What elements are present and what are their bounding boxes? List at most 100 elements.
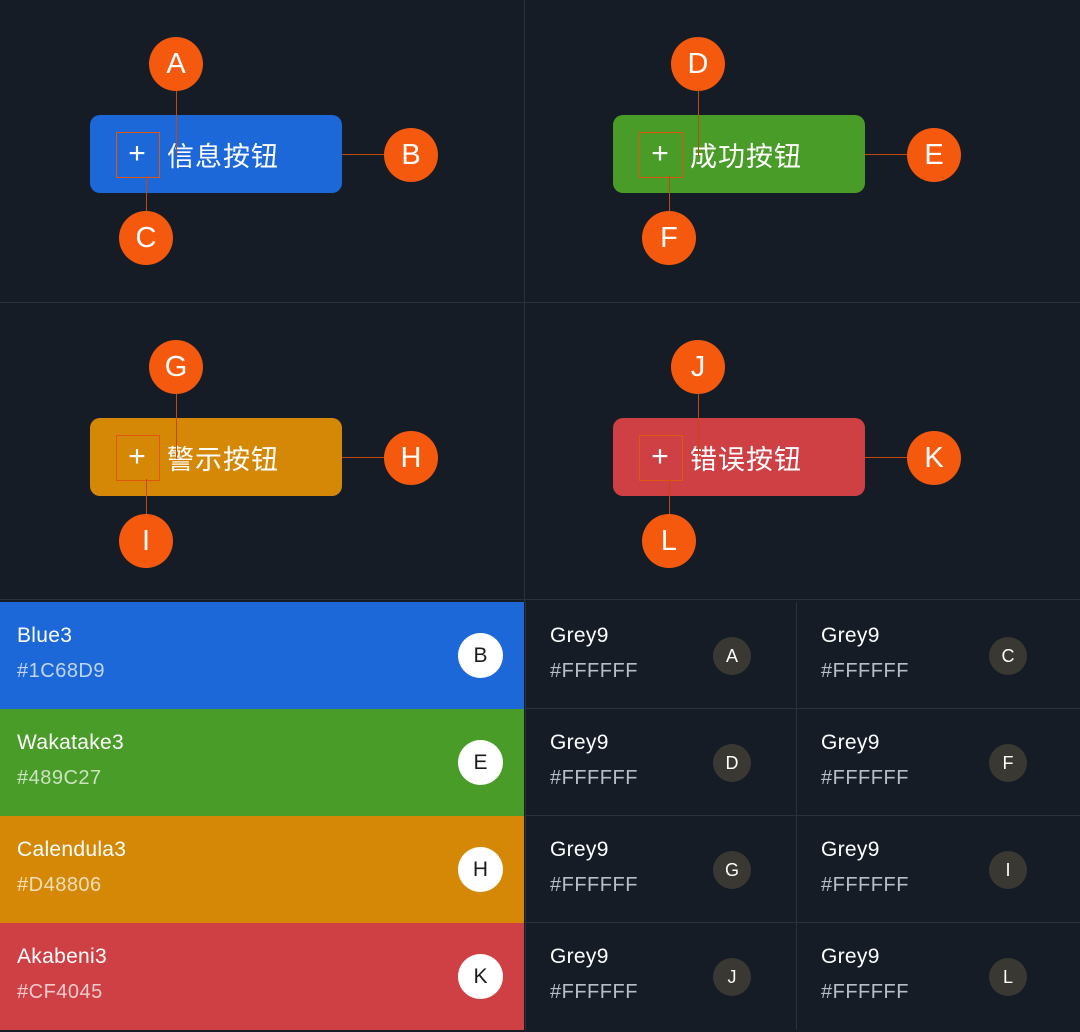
marker-j[interactable]: J	[671, 340, 725, 394]
grey-badge: G	[713, 851, 751, 889]
grey-hex: #FFFFFF	[821, 767, 909, 789]
grey-cell[interactable]: Grey9 #FFFFFF G	[525, 816, 796, 923]
table-row: Akabeni3 #CF4045 K Grey9 #FFFFFF J Grey9…	[0, 923, 1080, 1030]
grey-cell[interactable]: Grey9 #FFFFFF D	[525, 709, 796, 816]
grey-name: Grey9	[821, 838, 880, 861]
leader-line-a	[176, 90, 177, 156]
grey-hex: #FFFFFF	[550, 660, 638, 682]
color-token-table: Blue3 #1C68D9 B Grey9 #FFFFFF A Grey9 #F…	[0, 602, 1080, 1032]
table-row: Wakatake3 #489C27 E Grey9 #FFFFFF D Grey…	[0, 709, 1080, 816]
color-swatch-wakatake3[interactable]: Wakatake3 #489C27 E	[0, 709, 524, 816]
grey-hex: #FFFFFF	[821, 874, 909, 896]
grey-cell[interactable]: Grey9 #FFFFFF J	[525, 923, 796, 1030]
table-row: Calendula3 #D48806 H Grey9 #FFFFFF G Gre…	[0, 816, 1080, 923]
swatch-hex: #D48806	[17, 874, 102, 896]
marker-f[interactable]: F	[642, 211, 696, 265]
swatch-name: Calendula3	[17, 838, 127, 861]
spec-panel-success: D + 成功按钮 E F	[525, 0, 1080, 302]
spec-panel-error: J + 错误按钮 K L	[525, 303, 1080, 602]
grey-cell[interactable]: Grey9 #FFFFFF C	[796, 602, 1080, 709]
grey-badge: J	[713, 958, 751, 996]
grey-name: Grey9	[821, 731, 880, 754]
grey-hex: #FFFFFF	[821, 660, 909, 682]
leader-line-l	[669, 479, 670, 524]
row-divider	[525, 815, 1080, 816]
button-success-label: 成功按钮	[690, 141, 802, 172]
grey-cell[interactable]: Grey9 #FFFFFF A	[525, 602, 796, 709]
swatch-badge: B	[458, 633, 503, 678]
button-spec-area: A + 信息按钮 B C D + 成功按钮 E F G + 警示按钮 H	[0, 0, 1080, 602]
grey-hex: #FFFFFF	[550, 874, 638, 896]
spec-panel-info: A + 信息按钮 B C	[0, 0, 524, 302]
spec-table-divider	[0, 599, 1080, 600]
marker-c[interactable]: C	[119, 211, 173, 265]
swatch-name: Wakatake3	[17, 731, 124, 754]
grey-badge: C	[989, 637, 1027, 675]
grey-cell[interactable]: Grey9 #FFFFFF I	[796, 816, 1080, 923]
leader-line-f	[669, 176, 670, 221]
grey-name: Grey9	[821, 945, 880, 968]
grey-hex: #FFFFFF	[550, 767, 638, 789]
marker-d[interactable]: D	[671, 37, 725, 91]
swatch-hex: #CF4045	[17, 981, 103, 1003]
swatch-hex: #1C68D9	[17, 660, 106, 682]
swatch-name: Akabeni3	[17, 945, 107, 968]
grey-badge: F	[989, 744, 1027, 782]
leader-line-g	[176, 393, 177, 459]
row-divider	[525, 922, 1080, 923]
leader-line-c	[146, 176, 147, 221]
swatch-badge: E	[458, 740, 503, 785]
leader-line-b	[342, 154, 387, 155]
marker-b[interactable]: B	[384, 128, 438, 182]
button-error[interactable]: + 错误按钮	[613, 418, 865, 496]
color-swatch-akabeni3[interactable]: Akabeni3 #CF4045 K	[0, 923, 524, 1030]
spec-panel-warning: G + 警示按钮 H I	[0, 303, 524, 602]
grey-name: Grey9	[550, 624, 609, 647]
grey-cell[interactable]: Grey9 #FFFFFF F	[796, 709, 1080, 816]
plus-icon: +	[116, 435, 160, 481]
grey-badge: A	[713, 637, 751, 675]
grey-hex: #FFFFFF	[821, 981, 909, 1003]
marker-a[interactable]: A	[149, 37, 203, 91]
button-error-label: 错误按钮	[690, 444, 802, 475]
plus-icon: +	[639, 132, 683, 178]
grey-cell[interactable]: Grey9 #FFFFFF L	[796, 923, 1080, 1030]
leader-line-i	[146, 479, 147, 524]
grey-badge: I	[989, 851, 1027, 889]
leader-line-e	[865, 154, 910, 155]
grey-name: Grey9	[550, 838, 609, 861]
grey-badge: L	[989, 958, 1027, 996]
button-info-label: 信息按钮	[167, 141, 279, 172]
marker-h[interactable]: H	[384, 431, 438, 485]
horizontal-divider	[0, 302, 1080, 303]
grey-name: Grey9	[821, 624, 880, 647]
marker-k[interactable]: K	[907, 431, 961, 485]
color-swatch-blue3[interactable]: Blue3 #1C68D9 B	[0, 602, 524, 709]
marker-l[interactable]: L	[642, 514, 696, 568]
grey-hex: #FFFFFF	[550, 981, 638, 1003]
plus-icon: +	[639, 435, 683, 481]
table-row: Blue3 #1C68D9 B Grey9 #FFFFFF A Grey9 #F…	[0, 602, 1080, 709]
marker-i[interactable]: I	[119, 514, 173, 568]
plus-icon: +	[116, 132, 160, 178]
swatch-hex: #489C27	[17, 767, 102, 789]
color-swatch-calendula3[interactable]: Calendula3 #D48806 H	[0, 816, 524, 923]
marker-g[interactable]: G	[149, 340, 203, 394]
grey-name: Grey9	[550, 945, 609, 968]
button-warning-label: 警示按钮	[167, 444, 279, 475]
button-warning[interactable]: + 警示按钮	[90, 418, 342, 496]
swatch-badge: H	[458, 847, 503, 892]
button-success[interactable]: + 成功按钮	[613, 115, 865, 193]
button-info[interactable]: + 信息按钮	[90, 115, 342, 193]
swatch-badge: K	[458, 954, 503, 999]
marker-e[interactable]: E	[907, 128, 961, 182]
row-divider	[525, 708, 1080, 709]
leader-line-d	[698, 90, 699, 156]
leader-line-h	[342, 457, 387, 458]
leader-line-j	[698, 393, 699, 459]
swatch-name: Blue3	[17, 624, 73, 647]
grey-badge: D	[713, 744, 751, 782]
vertical-divider	[524, 0, 525, 602]
leader-line-k	[865, 457, 910, 458]
grey-name: Grey9	[550, 731, 609, 754]
